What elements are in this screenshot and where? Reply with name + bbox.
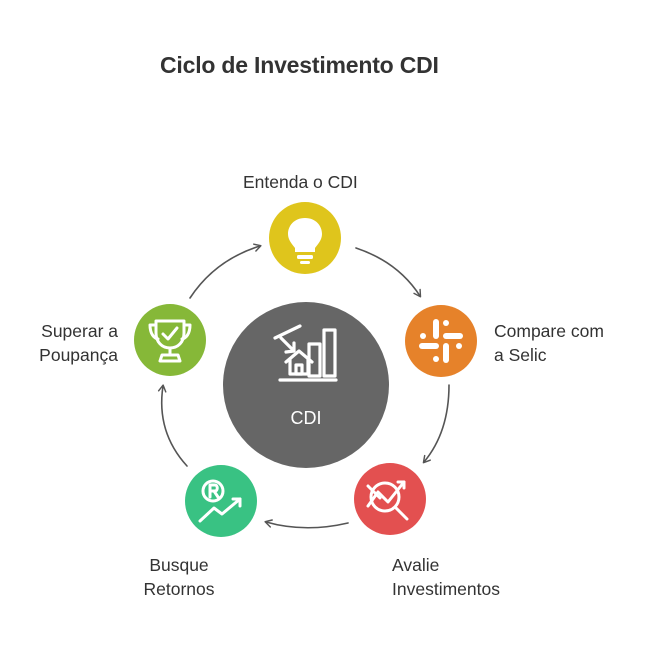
step-4-label: Busque Retornos xyxy=(138,553,220,601)
step-5-node xyxy=(134,304,206,376)
step-4-circle xyxy=(185,465,257,537)
slack-hash-icon xyxy=(419,319,463,363)
center-node xyxy=(223,302,389,468)
step-3-label-line-1: Avalie xyxy=(392,555,440,575)
analysis-magnifier-icon xyxy=(366,480,409,521)
arrow-step4-to-step5 xyxy=(157,384,188,467)
arrow-step5-to-step1 xyxy=(189,243,262,299)
arrow-step3-to-step4 xyxy=(264,519,349,529)
diagram-title: Ciclo de Investimento CDI xyxy=(160,52,439,78)
step-2-label-line-2: a Selic xyxy=(494,345,547,365)
step-1-node xyxy=(269,202,341,274)
step-4-label-line-2: Retornos xyxy=(143,579,215,599)
step-5-label-line-1: Superar a xyxy=(41,321,118,341)
step-4-node xyxy=(185,465,257,537)
step-3-label: Avalie Investimentos xyxy=(392,553,500,601)
lightbulb-icon xyxy=(288,218,322,264)
arrow-step2-to-step3 xyxy=(422,384,450,464)
coin-growth-arrow-icon xyxy=(198,479,242,523)
house-growth-chart-icon xyxy=(273,324,338,382)
cycle-arrows xyxy=(157,243,450,529)
step-5-label-line-2: Poupança xyxy=(39,345,118,365)
step-5-label: Superar a Poupança xyxy=(18,319,118,367)
step-1-label: Entenda o CDI xyxy=(243,170,358,194)
step-3-node xyxy=(354,463,426,535)
step-1-label-line-1: Entenda o CDI xyxy=(243,172,358,192)
step-2-label: Compare com a Selic xyxy=(494,319,604,367)
trophy-check-icon xyxy=(148,319,192,363)
center-circle xyxy=(223,302,389,468)
step-5-circle xyxy=(134,304,206,376)
center-label: CDI xyxy=(290,408,322,428)
step-2-label-line-1: Compare com xyxy=(494,321,604,341)
step-2-node xyxy=(405,305,477,377)
step-3-label-line-2: Investimentos xyxy=(392,579,500,599)
step-4-label-line-1: Busque xyxy=(149,555,209,575)
arrow-step1-to-step2 xyxy=(355,247,422,298)
step-2-circle xyxy=(405,305,477,377)
